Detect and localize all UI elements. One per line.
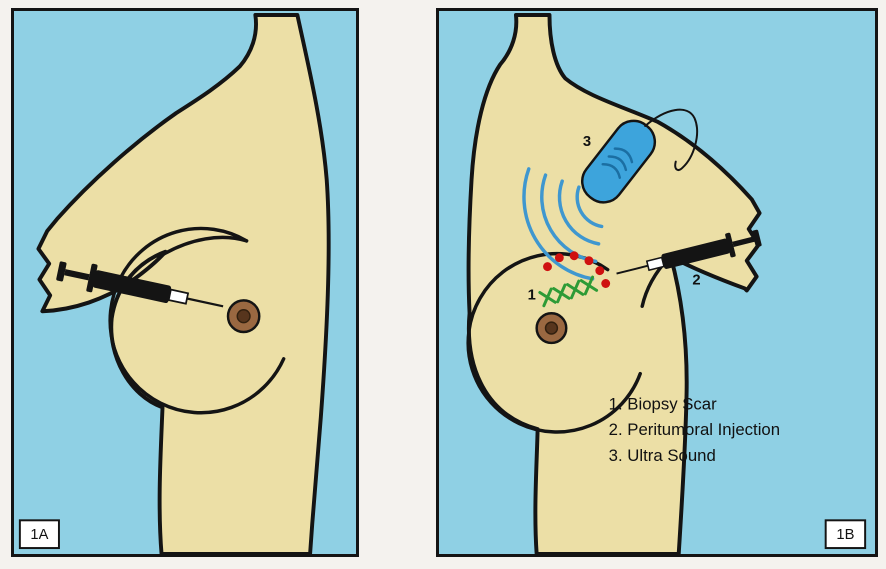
panel-1a: 1A [11,8,359,557]
panel-1b-drawing: 1 2 3 1. Biopsy Scar 2. Peritumoral Inje… [439,11,875,554]
torso-outline [466,12,762,554]
ultrasound-waves [522,167,604,281]
marker-1: 1 [528,287,536,303]
breast-outline [108,226,286,415]
biopsy-scar-marks [538,275,599,308]
armpit-crease [160,235,249,257]
svg-text:1A: 1A [30,527,48,543]
legend-item-peritumoral-injection: 2. Peritumoral Injection [609,420,780,439]
probe-cable [644,108,699,171]
panel-label-1b: 1B [824,519,867,550]
panel-label-1a: 1A [18,519,60,550]
legend-item-biopsy-scar: 1. Biopsy Scar [609,394,717,413]
panel-1a-drawing: 1A [14,11,356,554]
nipple [226,299,261,334]
breast-outline [466,251,642,434]
injection-dots [543,251,611,288]
svg-text:1B: 1B [836,527,854,543]
legend: 1. Biopsy Scar 2. Peritumoral Injection … [609,394,780,465]
nipple [535,311,568,345]
legend-item-ultra-sound: 3. Ultra Sound [609,446,716,465]
marker-2: 2 [692,272,700,288]
marker-3: 3 [583,134,591,150]
panel-1b: 1 2 3 1. Biopsy Scar 2. Peritumoral Inje… [436,8,878,557]
